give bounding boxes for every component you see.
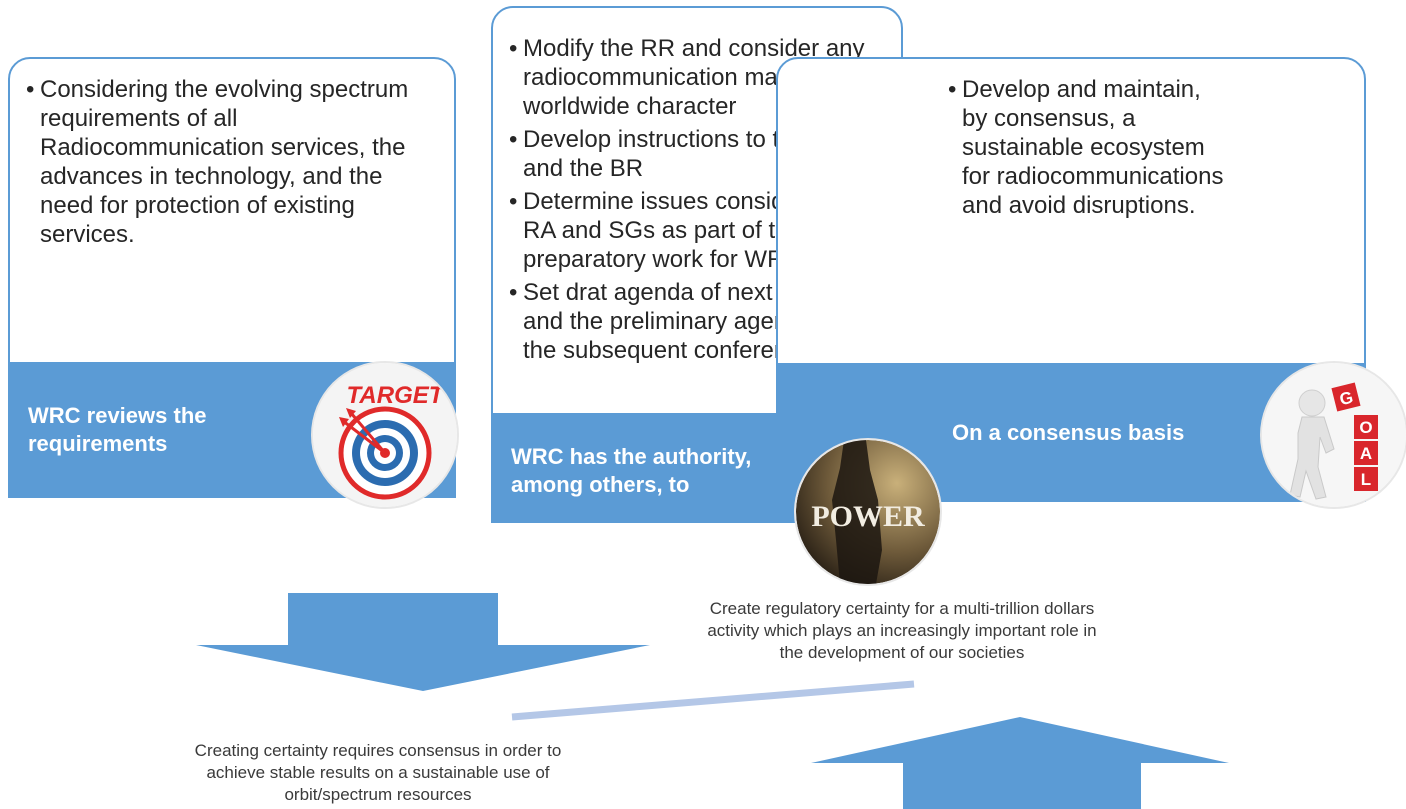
note-creating-certainty: Creating certainty requires consensus in… bbox=[194, 741, 562, 804]
card-consensus-title: On a consensus basis bbox=[952, 419, 1185, 445]
goal-emblem: G O A L bbox=[1262, 363, 1406, 507]
goal-letter: L bbox=[1361, 470, 1371, 489]
up-arrow bbox=[811, 717, 1229, 809]
power-icon: POWER bbox=[796, 440, 940, 584]
card-requirements-title: WRC reviews the requirements bbox=[28, 403, 207, 456]
target-icon: TARGET bbox=[313, 363, 457, 507]
bullet-item: Develop and maintain, by consensus, a su… bbox=[948, 75, 1224, 220]
goal-icon: G O A L bbox=[1262, 363, 1406, 507]
card-consensus-list: Develop and maintain, by consensus, a su… bbox=[948, 75, 1346, 220]
goal-letter: O bbox=[1359, 418, 1372, 437]
goal-letter: G bbox=[1338, 388, 1355, 410]
card-requirements: Considering the evolving spectrum requir… bbox=[8, 57, 456, 498]
power-label: POWER bbox=[811, 500, 925, 533]
down-arrow bbox=[196, 593, 650, 691]
card-requirements-list: Considering the evolving spectrum requir… bbox=[26, 75, 436, 249]
connector-line bbox=[510, 680, 918, 722]
card-authority-title: WRC has the authority, among others, to bbox=[511, 444, 752, 497]
up-arrow-icon bbox=[811, 717, 1229, 809]
power-emblem: POWER bbox=[796, 440, 940, 584]
card-requirements-body: Considering the evolving spectrum requir… bbox=[10, 59, 454, 369]
target-emblem: TARGET bbox=[313, 363, 457, 507]
note-regulatory-certainty: Create regulatory certainty for a multi-… bbox=[707, 599, 1097, 662]
target-label: TARGET bbox=[347, 382, 446, 409]
goal-letter: A bbox=[1360, 444, 1372, 463]
down-arrow-icon bbox=[196, 593, 650, 691]
bullet-item: Considering the evolving spectrum requir… bbox=[26, 75, 436, 249]
card-consensus-body: Develop and maintain, by consensus, a su… bbox=[778, 59, 1364, 367]
connector-line-shape bbox=[511, 680, 915, 721]
